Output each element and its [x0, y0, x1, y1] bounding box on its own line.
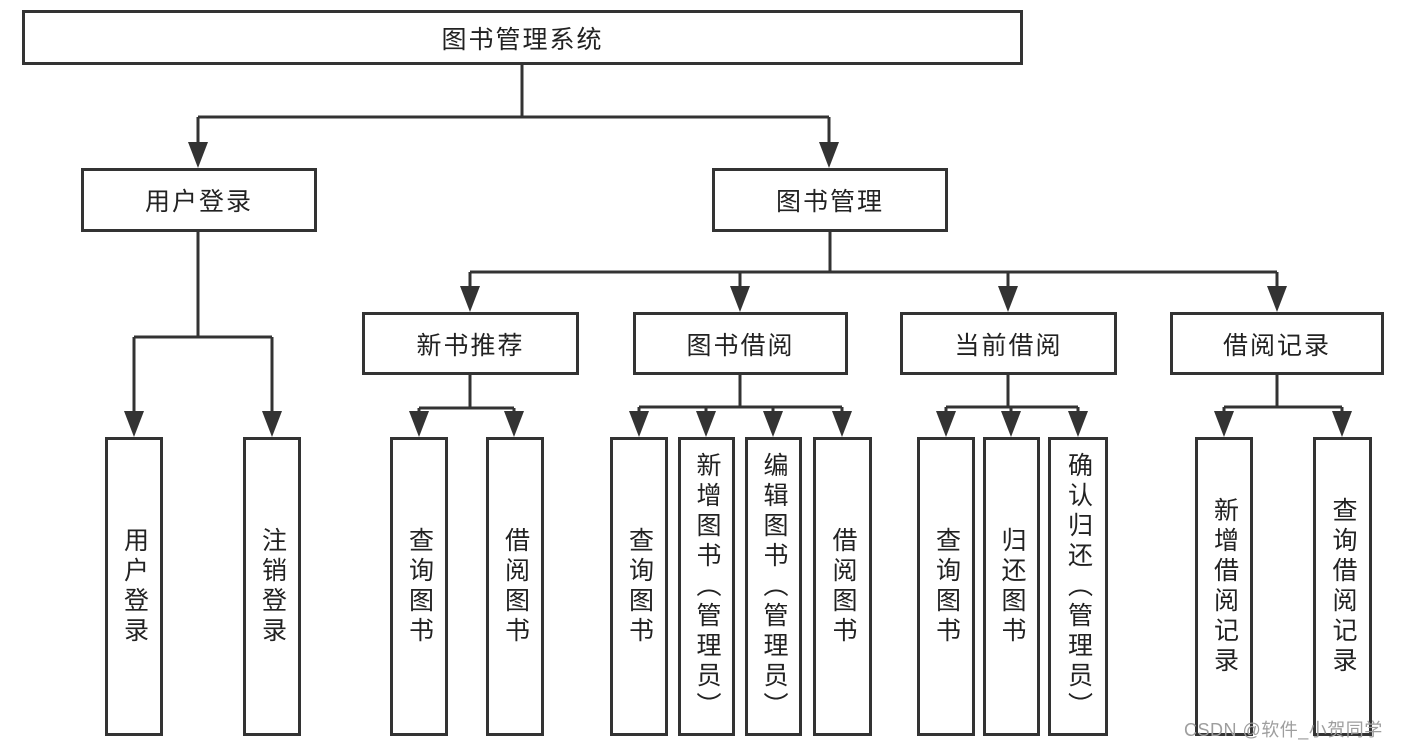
leaf-user-login: 用户登录: [105, 437, 163, 736]
arrowhead-icon: [188, 142, 208, 168]
node-label: 注销登录: [258, 526, 287, 647]
node-label: 用户登录: [144, 188, 253, 216]
node-label: 图书借阅: [686, 331, 795, 360]
node-label: 查询借阅记录: [1329, 496, 1357, 677]
node-user-login: 用户登录: [81, 168, 317, 232]
node-label: 确认归还（管理员）: [1064, 451, 1093, 722]
leaf-confirm-return-admin: 确认归还（管理员）: [1048, 437, 1108, 736]
node-label: 图书管理系统: [441, 25, 604, 54]
arrowhead-icon: [409, 411, 429, 437]
arrowhead-icon: [763, 411, 783, 437]
node-label: 用户登录: [120, 526, 149, 647]
arrowhead-icon: [1332, 411, 1352, 437]
connector-new-book-children: [417, 375, 516, 413]
arrowhead-icon: [998, 286, 1018, 312]
node-label: 借阅图书: [501, 526, 530, 647]
arrowhead-icon: [936, 411, 956, 437]
node-new-book-recommend: 新书推荐: [362, 312, 579, 375]
connector-current-borrow-children: [944, 375, 1080, 413]
arrowhead-icon: [1267, 286, 1287, 312]
node-label: 借阅记录: [1222, 331, 1331, 360]
arrowhead-icon: [262, 411, 282, 437]
node-label: 借阅图书: [829, 526, 857, 647]
node-label: 编辑图书（管理员）: [760, 451, 788, 722]
node-label: 新增借阅记录: [1210, 496, 1239, 677]
arrowhead-icon: [504, 411, 524, 437]
arrowhead-icon: [819, 142, 839, 168]
arrowhead-icon: [1214, 411, 1234, 437]
leaf-borrow-books-recommend: 借阅图书: [486, 437, 544, 736]
node-book-borrow: 图书借阅: [633, 312, 848, 375]
node-label: 查询图书: [625, 526, 654, 647]
csdn-watermark: CSDN @软件_小贺同学: [1184, 720, 1383, 740]
node-label: 当前借阅: [954, 331, 1063, 360]
arrowhead-icon: [460, 286, 480, 312]
node-label: 图书管理: [775, 188, 884, 216]
arrowhead-icon: [124, 411, 144, 437]
node-label: 归还图书: [998, 526, 1026, 647]
leaf-query-books-current: 查询图书: [917, 437, 975, 736]
leaf-return-book: 归还图书: [983, 437, 1040, 736]
arrowhead-icon: [832, 411, 852, 437]
leaf-borrow-books: 借阅图书: [813, 437, 872, 736]
leaf-query-borrow-record: 查询借阅记录: [1313, 437, 1372, 736]
leaf-add-book-admin: 新增图书（管理员）: [678, 437, 735, 736]
leaf-logout: 注销登录: [243, 437, 301, 736]
node-label: 新书推荐: [416, 331, 525, 360]
arrowhead-icon: [696, 411, 716, 437]
arrowhead-icon: [1001, 411, 1021, 437]
arrowhead-icon: [629, 411, 649, 437]
node-label: 查询图书: [405, 526, 434, 647]
connector-user-login-children: [132, 232, 274, 413]
leaf-query-books-recommend: 查询图书: [390, 437, 448, 736]
connector-root-to-level2: [196, 65, 831, 144]
arrowhead-icon: [730, 286, 750, 312]
node-label: 新增图书（管理员）: [693, 451, 721, 722]
node-label: 查询图书: [932, 526, 961, 647]
leaf-query-books-borrow: 查询图书: [610, 437, 668, 736]
connector-book-management-children: [468, 232, 1279, 288]
node-current-borrow: 当前借阅: [900, 312, 1117, 375]
connector-book-borrow-children: [637, 375, 844, 413]
node-borrow-records: 借阅记录: [1170, 312, 1384, 375]
node-book-management: 图书管理: [712, 168, 948, 232]
connector-borrow-records-children: [1222, 375, 1344, 413]
leaf-add-borrow-record: 新增借阅记录: [1195, 437, 1253, 736]
leaf-edit-book-admin: 编辑图书（管理员）: [745, 437, 802, 736]
node-root: 图书管理系统: [22, 10, 1023, 65]
arrowhead-icon: [1068, 411, 1088, 437]
